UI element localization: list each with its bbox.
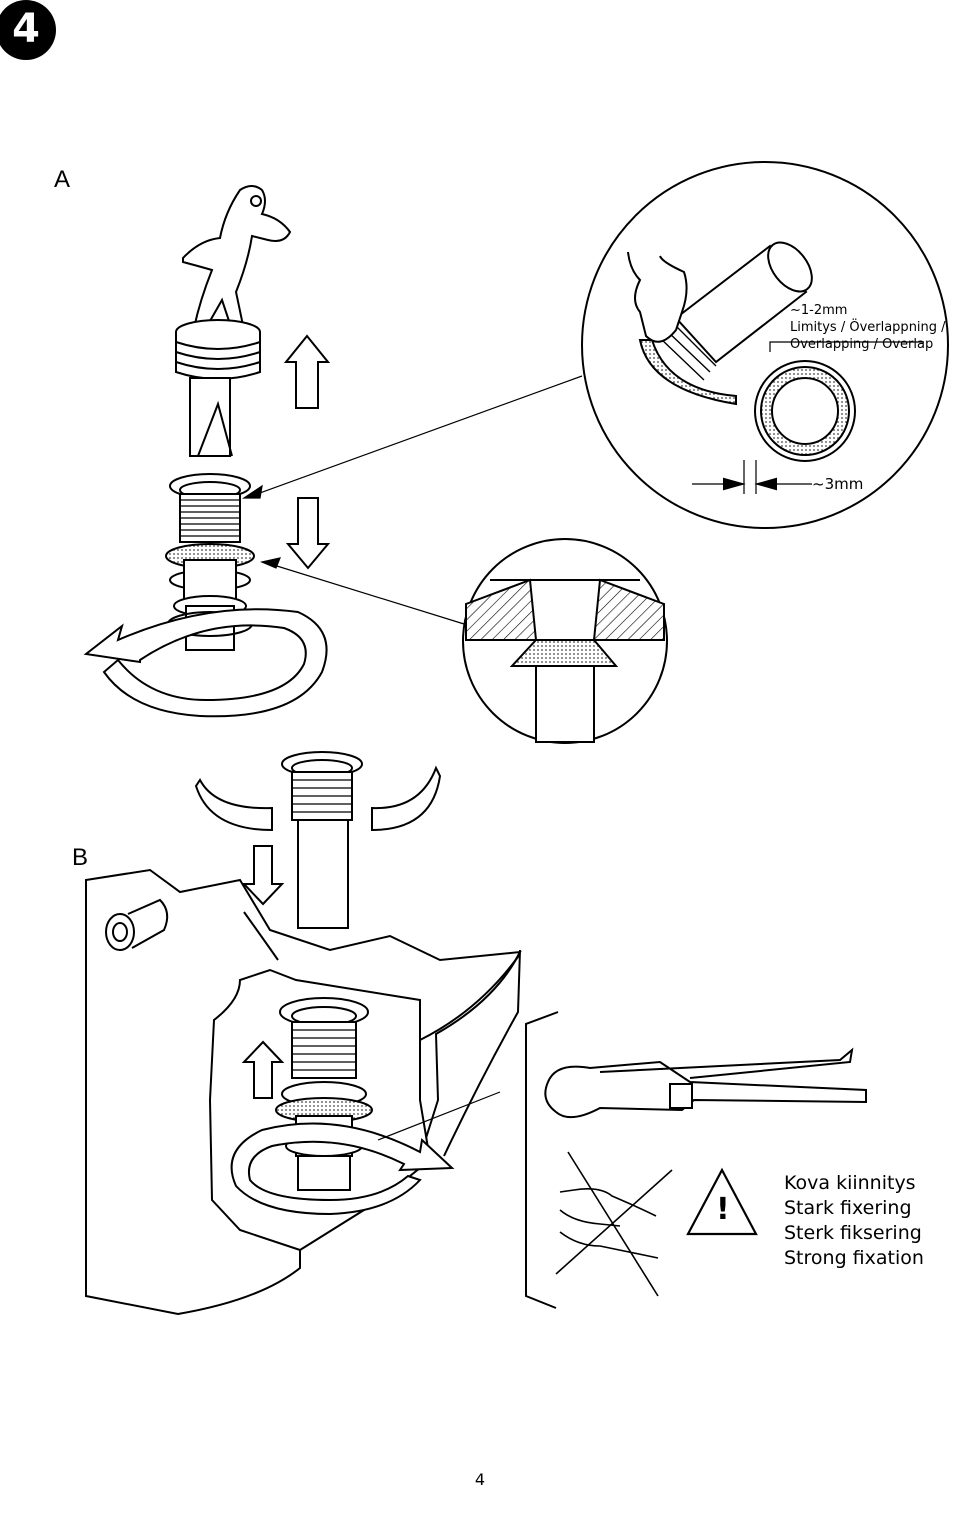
up-arrow-icon xyxy=(283,334,331,409)
strong-fixation-warning: Kova kiinnitys Stark fixering Sterk fiks… xyxy=(784,1171,924,1271)
drain-plug-strainer xyxy=(175,185,292,457)
warning-line-fi: Kova kiinnitys xyxy=(784,1172,916,1194)
warning-symbol: ! xyxy=(716,1192,730,1227)
step-number-badge xyxy=(0,0,56,60)
overflow-fitting xyxy=(105,898,169,951)
section-b-label: B xyxy=(72,844,89,871)
rotate-arrow-icon xyxy=(83,608,328,718)
pointer-line xyxy=(377,1091,501,1141)
callout-pointer-lines xyxy=(242,375,583,625)
down-arrow-icon xyxy=(285,497,331,570)
warning-triangle-icon xyxy=(686,1167,758,1236)
basin-cross-section xyxy=(194,765,442,832)
overlap-text-line2: Overlapping / Overlap xyxy=(790,337,934,352)
step-badge: 4 xyxy=(0,0,56,60)
wrench-panel xyxy=(525,1011,559,1309)
hand-illustration xyxy=(555,1151,673,1297)
rotate-arrow-icon xyxy=(230,1122,455,1216)
seal-detail-circle xyxy=(462,538,668,744)
warning-line-no: Sterk fiksering xyxy=(784,1222,922,1244)
warning-line-sv: Stark fixering xyxy=(784,1197,912,1219)
overlap-detail-circle xyxy=(581,161,949,529)
drain-tailpiece xyxy=(281,751,363,929)
overlap-text-line1: Limitys / Överlappning / xyxy=(790,320,946,335)
gap-measure-label: ~3mm xyxy=(812,475,864,493)
down-arrow-icon xyxy=(241,845,285,906)
up-arrow-icon xyxy=(241,1040,285,1099)
section-a-label: A xyxy=(54,166,71,193)
overlap-measure-label: ~1-2mm xyxy=(790,303,848,318)
pipe-wrench-illustration xyxy=(544,1047,867,1119)
page-number: 4 xyxy=(474,1470,486,1489)
step-number: 4 xyxy=(12,6,40,52)
warning-line-en: Strong fixation xyxy=(784,1247,924,1269)
